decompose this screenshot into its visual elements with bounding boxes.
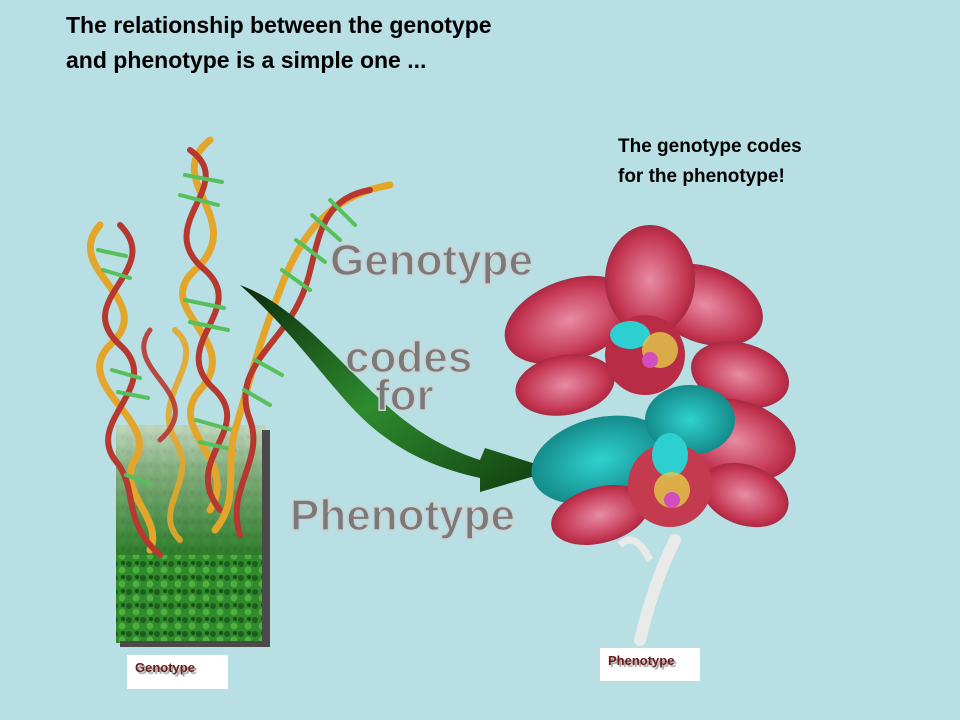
diagram-word-genotype: Genotype: [330, 236, 533, 285]
diagram-word-codes: codes: [345, 333, 472, 382]
dna-helix-icon: [86, 136, 394, 558]
phenotype-caption: Phenotype: [600, 648, 700, 681]
orchid-flower-icon: [504, 225, 796, 646]
diagram-word-for: for: [375, 371, 434, 420]
codes-for-arrow-icon: [240, 285, 555, 492]
genotype-caption: Genotype: [127, 655, 228, 689]
diagram-word-phenotype: Phenotype: [290, 491, 515, 540]
slide-title: The relationship between the genotype an…: [66, 12, 492, 73]
side-note: The genotype codes for the phenotype!: [618, 136, 802, 187]
